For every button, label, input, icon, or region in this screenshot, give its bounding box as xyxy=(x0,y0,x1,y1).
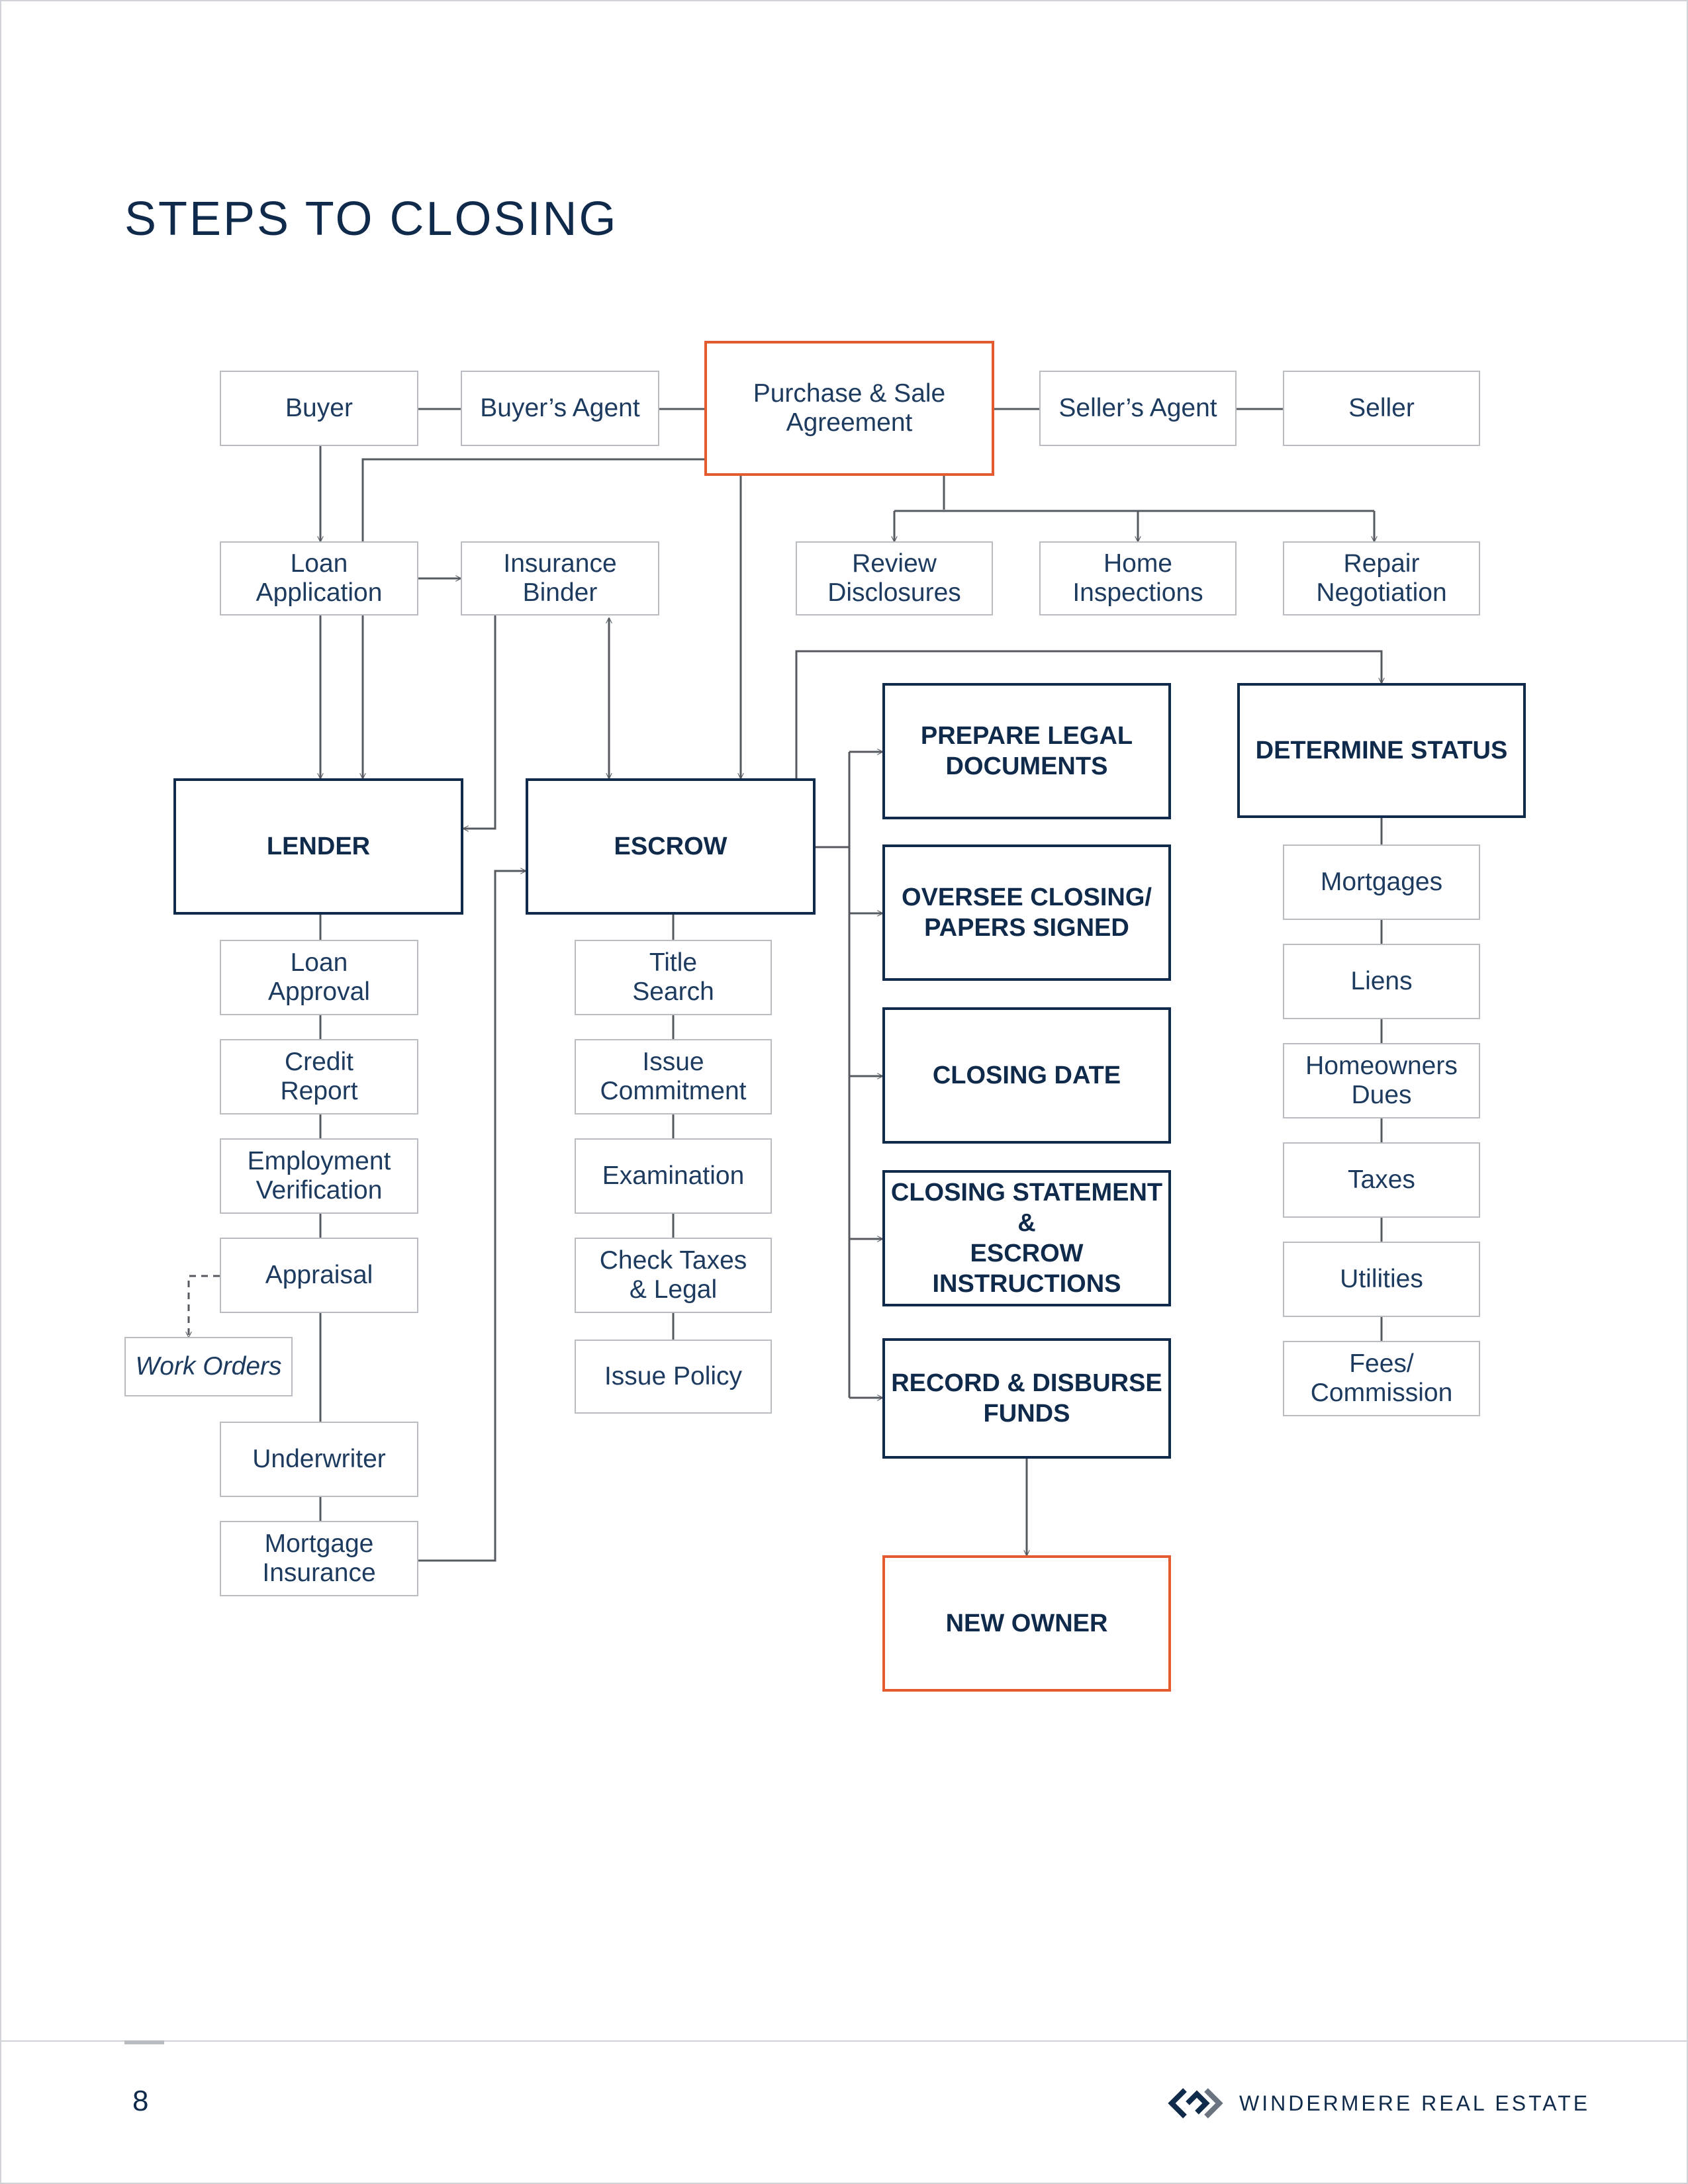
node-home-inspections: Home Inspections xyxy=(1039,541,1237,615)
node-review-disclosures: Review Disclosures xyxy=(796,541,993,615)
node-employment-verification: Employment Verification xyxy=(220,1138,418,1214)
node-prepare-legal-documents: PREPARE LEGAL DOCUMENTS xyxy=(882,683,1171,819)
node-homeowners-dues: Homeowners Dues xyxy=(1283,1043,1480,1118)
footer-tab xyxy=(124,2040,164,2044)
page-number: 8 xyxy=(132,2085,149,2117)
node-seller: Seller xyxy=(1283,371,1480,446)
node-loan-approval: Loan Approval xyxy=(220,940,418,1015)
node-examination: Examination xyxy=(575,1138,772,1214)
node-determine-status: DETERMINE STATUS xyxy=(1237,683,1526,818)
node-utilities: Utilities xyxy=(1283,1242,1480,1317)
node-issue-commitment: Issue Commitment xyxy=(575,1039,772,1115)
node-closing-date: CLOSING DATE xyxy=(882,1007,1171,1144)
node-loan-application: Loan Application xyxy=(220,541,418,615)
node-title-search: Title Search xyxy=(575,940,772,1015)
node-record-disburse-funds: RECORD & DISBURSE FUNDS xyxy=(882,1338,1171,1459)
node-new-owner: NEW OWNER xyxy=(882,1555,1171,1692)
connector-appraisal-workorders xyxy=(189,1275,220,1337)
connector-mortgageins-escrow xyxy=(418,871,526,1562)
node-credit-report: Credit Report xyxy=(220,1039,418,1115)
node-issue-policy: Issue Policy xyxy=(575,1340,772,1414)
node-mortgages: Mortgages xyxy=(1283,844,1480,920)
footer-rule xyxy=(0,2040,1688,2042)
connector-escrow-status xyxy=(795,650,1382,778)
page-title: STEPS TO CLOSING xyxy=(124,193,618,246)
node-repair-negotiation: Repair Negotiation xyxy=(1283,541,1480,615)
windermere-logo-icon xyxy=(1168,2088,1223,2118)
node-mortgage-insurance: Mortgage Insurance xyxy=(220,1521,418,1596)
node-check-taxes-legal: Check Taxes & Legal xyxy=(575,1238,772,1313)
node-sellers-agent: Seller’s Agent xyxy=(1039,371,1237,446)
brand-name: WINDERMERE REAL ESTATE xyxy=(1239,2091,1591,2115)
node-appraisal: Appraisal xyxy=(220,1238,418,1313)
node-insurance-binder: Insurance Binder xyxy=(461,541,659,615)
node-fees-commission: Fees/ Commission xyxy=(1283,1341,1480,1416)
node-work-orders: Work Orders xyxy=(124,1337,293,1396)
node-purchase-sale-agreement: Purchase & Sale Agreement xyxy=(704,341,994,476)
node-oversee-closing: OVERSEE CLOSING/ PAPERS SIGNED xyxy=(882,844,1171,981)
node-buyer: Buyer xyxy=(220,371,418,446)
connector-psa-loan xyxy=(361,458,704,541)
node-escrow: ESCROW xyxy=(526,778,816,915)
node-taxes: Taxes xyxy=(1283,1142,1480,1218)
node-liens: Liens xyxy=(1283,944,1480,1019)
node-buyers-agent: Buyer’s Agent xyxy=(461,371,659,446)
node-closing-statement: CLOSING STATEMENT & ESCROW INSTRUCTIONS xyxy=(882,1170,1171,1306)
node-underwriter: Underwriter xyxy=(220,1422,418,1497)
node-lender: LENDER xyxy=(173,778,463,915)
connector-insurance-lender xyxy=(463,615,496,829)
